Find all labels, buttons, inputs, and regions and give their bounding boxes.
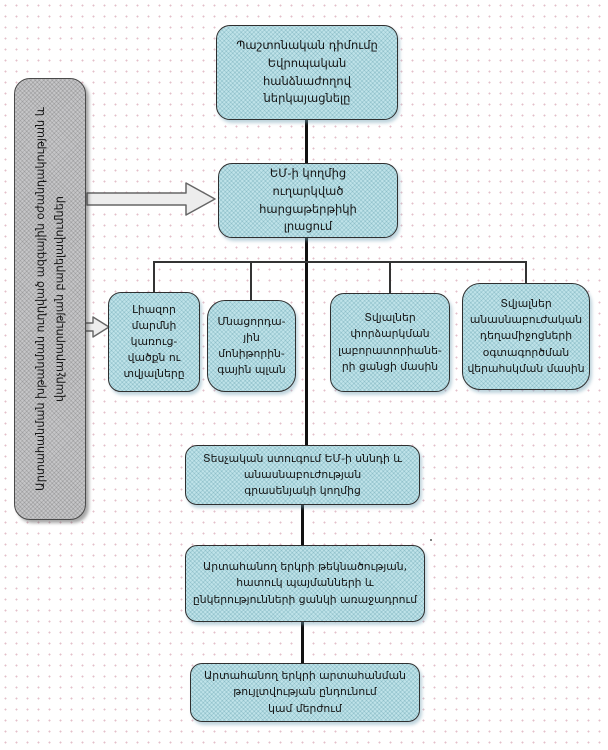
connector-drop-residue [250, 261, 252, 300]
connector-drop-drugs [525, 261, 527, 283]
stray-dot-artifact [430, 539, 432, 541]
connector-application-to-questionnaire [305, 120, 308, 163]
connector-inspection-to-candidacy [301, 505, 304, 545]
connector-questionnaire-to-inspection [305, 238, 308, 445]
side-support-label: Արտահանման խթանման ուղղված ազգային օժանդ… [33, 107, 66, 491]
candidacy-proposal-label: Արտահանող երկրի թեկնածության,հատուկ պայմ… [192, 560, 418, 606]
connector-drop-laboratories [389, 261, 391, 293]
connector-drop-authority [153, 261, 155, 292]
candidacy-proposal-box: Արտահանող երկրի թեկնածության,հատուկ պայմ… [185, 545, 425, 622]
side-support-box: Արտահանման խթանման ուղղված ազգային օժանդ… [14, 78, 86, 520]
connector-candidacy-to-decision [301, 622, 304, 663]
connector-row-horizontal [153, 261, 527, 263]
right-block-arrow-icon [86, 182, 216, 216]
small-right-block-arrow-icon [84, 316, 110, 338]
